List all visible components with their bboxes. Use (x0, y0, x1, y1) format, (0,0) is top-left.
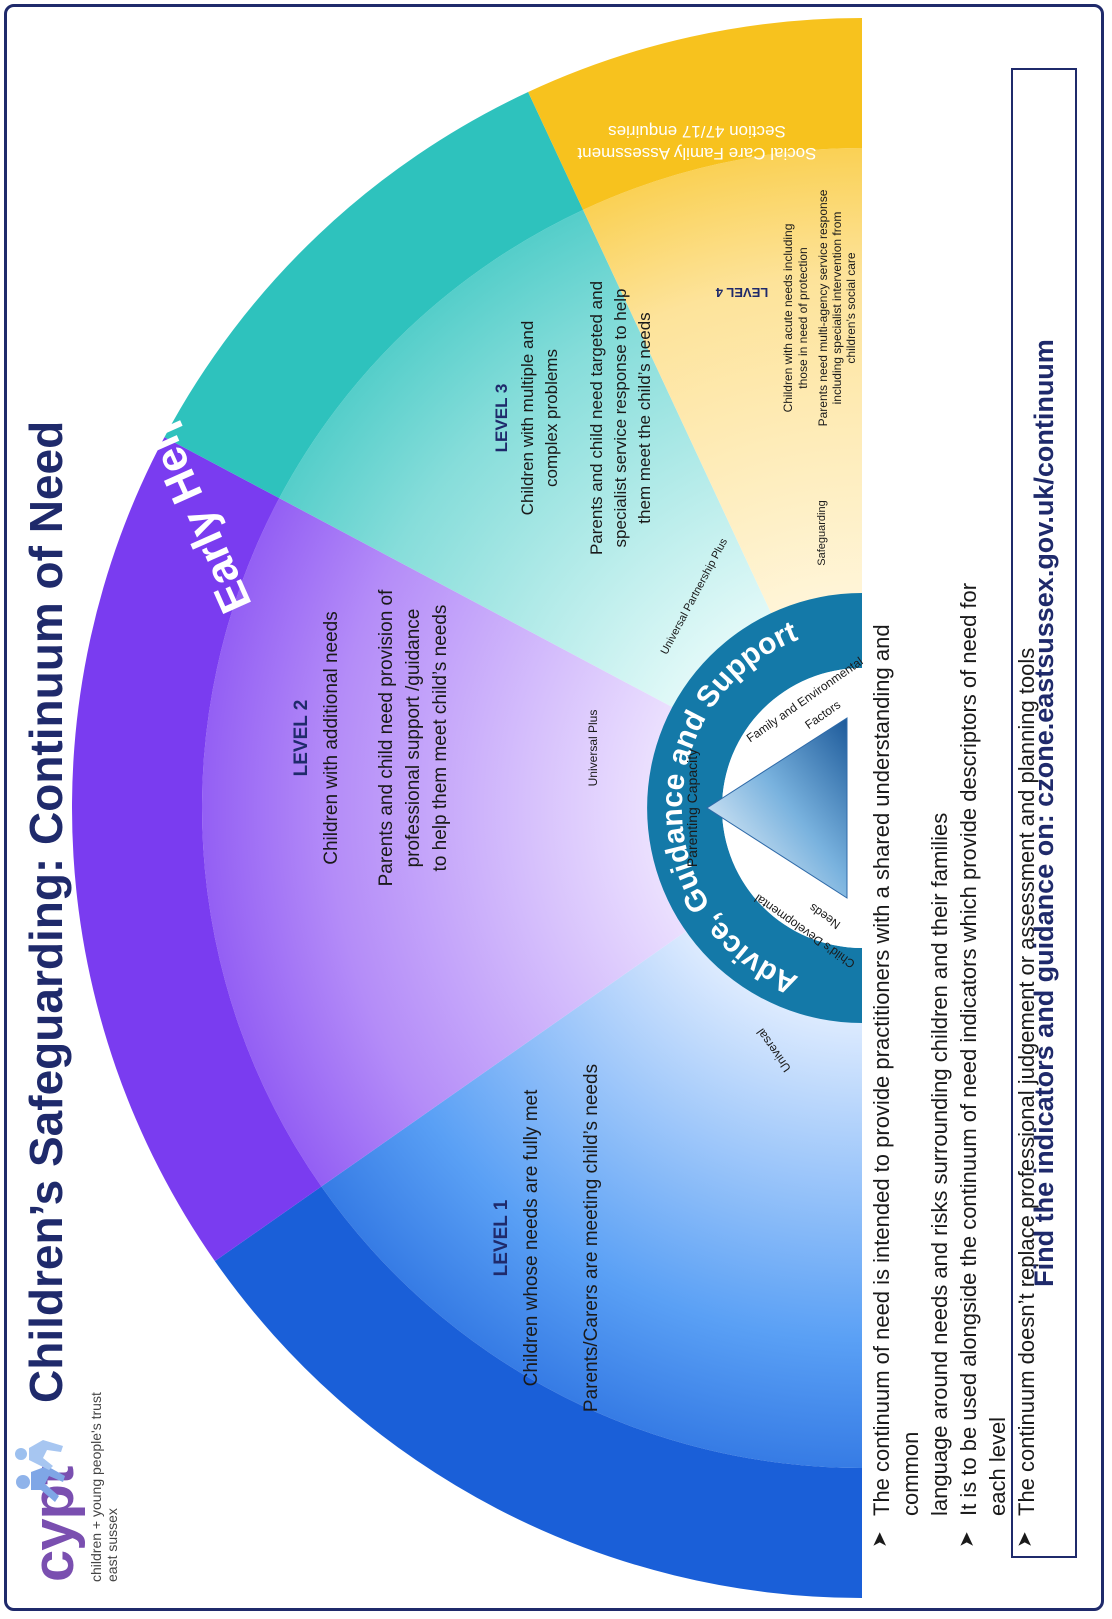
level-4-outer-band (528, 18, 862, 210)
level-sectors (202, 148, 862, 1468)
level-2-line-1: Children with additional needs (321, 611, 342, 865)
centre-hub (722, 668, 867, 948)
level-2-line-2c: to help them meet child’s needs (430, 605, 451, 872)
level-4-sector (583, 148, 862, 682)
note-item-1-continued: language around needs and risks surround… (925, 548, 954, 1548)
level-2-sector (202, 498, 748, 1187)
note-item-1: ➤ The continuum of need is intended to pr… (867, 548, 925, 1548)
level-3-line-1a: Children with multiple and (518, 321, 537, 516)
level-2-line-2b: professional support /guidance (403, 609, 424, 868)
cypt-logo: cypt children + young people's trust eas… (15, 1392, 120, 1582)
advice-guidance-ring (647, 593, 862, 1023)
arrow-bullet-icon: ➤ (869, 1531, 891, 1548)
level-2-text: LEVEL 2 Children with additional needs P… (291, 589, 600, 887)
level-3-heading: LEVEL 3 (492, 384, 511, 453)
poster-content: cypt children + young people's trust eas… (7, 7, 1101, 1608)
social-care-label-2: Section 47/17 enquiries (608, 122, 786, 141)
level-4-line-2a: Parents need multi-agency service respon… (816, 189, 830, 426)
level-1-line-2: Parents/Carers are meeting child’s needs (581, 1064, 602, 1412)
note-2-text: It is to be used alongside the continuum… (956, 582, 1011, 1516)
poster-frame: cypt children + young people's trust eas… (4, 4, 1104, 1611)
assessment-triangle (706, 717, 848, 899)
social-care-label-1: Social Care Family Assessment (577, 144, 816, 163)
guidance-link-text[interactable]: Find the indicators and guidance on: czo… (1028, 339, 1059, 1287)
level-1-outer-band (214, 1186, 862, 1598)
level-4-line-2b: including specialist intervention from (830, 212, 844, 405)
running-children-icon (15, 1440, 65, 1502)
level-3-line-1b: complex problems (542, 349, 561, 487)
level-3-line-2c: them meet the child’s needs (635, 312, 654, 523)
level-4-line-2c: children’s social care (844, 252, 858, 363)
note-item-2: ➤ It is to be used alongside the continuu… (954, 548, 1012, 1548)
triangle-top-label: Parenting Capacity (684, 749, 700, 867)
outer-bands (72, 18, 862, 1598)
level-3-line-2a: Parents and child need targeted and (587, 281, 606, 555)
level-4-line-1b: those in need of protection (796, 247, 810, 388)
level-1-line-1: Children whose needs are fully met (521, 1089, 542, 1386)
level-2-line-2a: Parents and child need provision of (376, 589, 397, 887)
level-2-heading: LEVEL 2 (291, 700, 312, 777)
level-4-text: LEVEL 4 Children with acute needs includ… (715, 189, 858, 565)
level-2-ring-label: Universal Plus (586, 710, 600, 787)
arrow-bullet-icon: ➤ (956, 1531, 979, 1548)
level-3-line-2b: specialist service response to help (611, 289, 630, 548)
level-1-heading: LEVEL 1 (491, 1199, 512, 1276)
level-2-outer-band (72, 437, 322, 1262)
level-3-sector (279, 209, 803, 743)
note-1-continued-text: language around needs and risks surround… (927, 812, 953, 1516)
level-4-ring-label: Safeguarding (816, 500, 828, 565)
level-4-heading: LEVEL 4 (715, 285, 768, 300)
level-3-outer-band (164, 92, 584, 499)
guidance-link-box[interactable]: Find the indicators and guidance on: czo… (1011, 68, 1077, 1558)
continuum-diagram: Advice, Guidance and Support Parenting C… (72, 18, 867, 1598)
level-4-line-1a: Children with acute needs including (781, 224, 795, 413)
level-1-sector (321, 888, 862, 1468)
note-1-text: The continuum of need is intended to pro… (869, 624, 924, 1516)
